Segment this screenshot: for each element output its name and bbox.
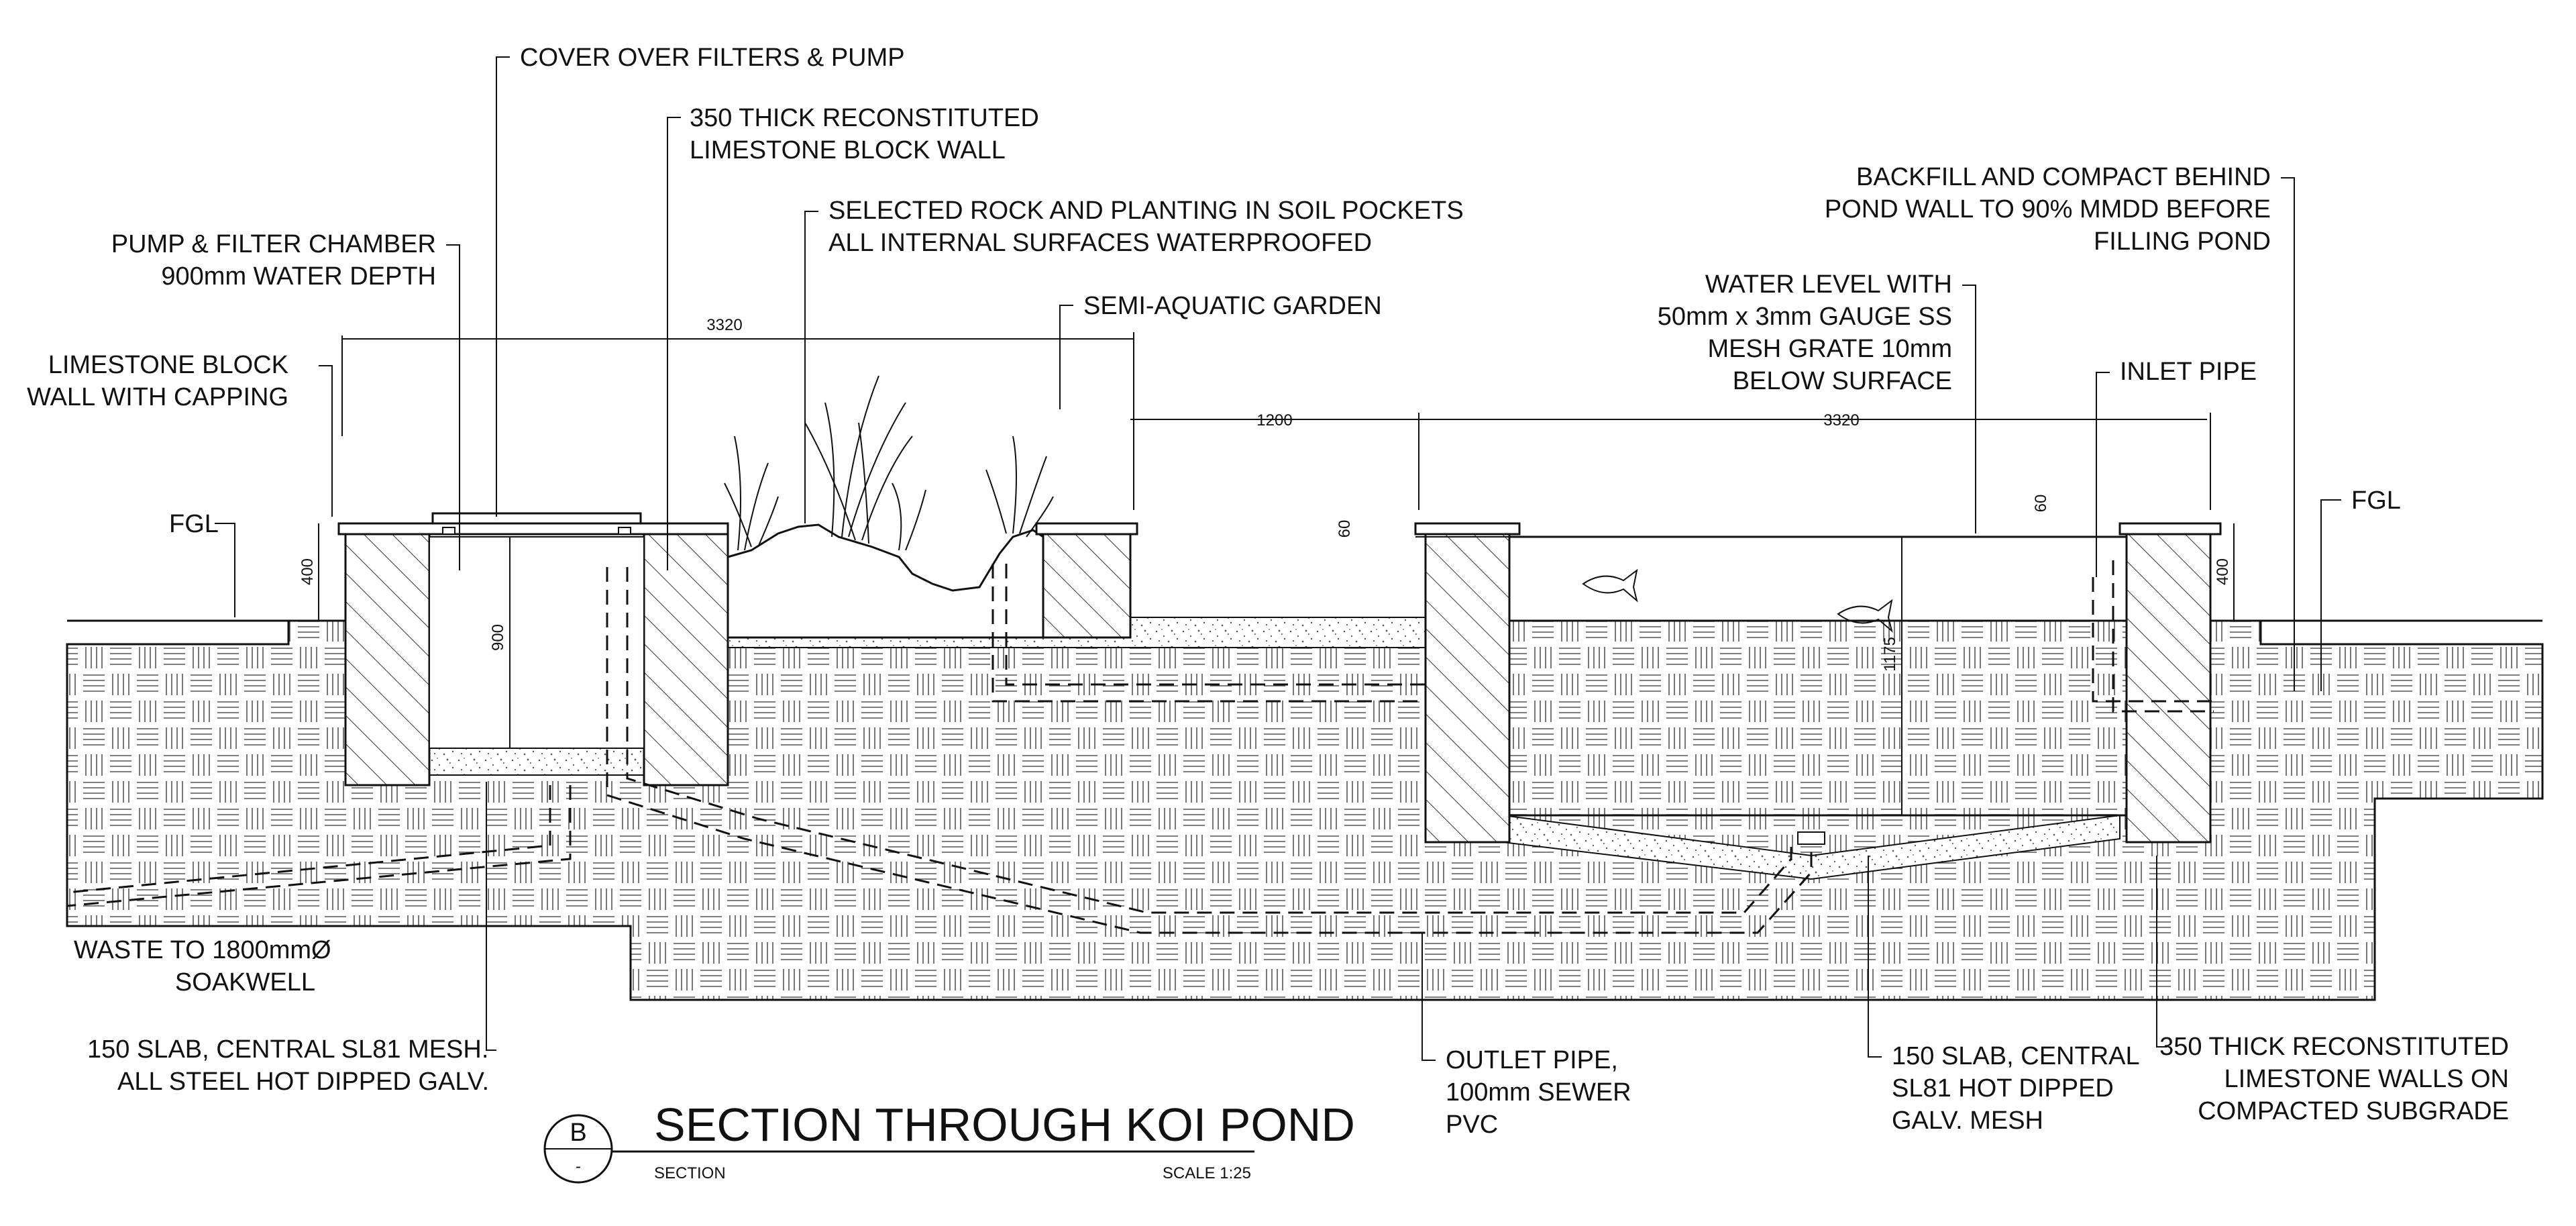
label-rock-2: ALL INTERNAL SURFACES WATERPROOFED <box>828 229 1372 257</box>
label-outlet-2: 100mm SEWER <box>1446 1078 1631 1107</box>
title-block: B - SECTION THROUGH KOI POND SECTION SCA… <box>543 1099 1355 1184</box>
label-pump-2: 900mm WATER DEPTH <box>161 262 436 291</box>
dim-3320: 3320 <box>1823 411 1859 429</box>
label-slab-right-1: 150 SLAB, CENTRAL <box>1892 1042 2140 1070</box>
section-marker-letter: B <box>570 1119 586 1147</box>
label-limestone-2: WALL WITH CAPPING <box>27 383 288 411</box>
dim-cap-60-left: 60 <box>1336 520 1354 538</box>
label-water-1: WATER LEVEL WITH <box>1705 270 1952 299</box>
label-limestone-1: LIMESTONE BLOCK <box>48 351 288 379</box>
label-waste-2: SOAKWELL <box>175 968 315 997</box>
label-walls-right-2: LIMESTONE WALLS ON <box>2224 1065 2509 1093</box>
dim-cap-60-right: 60 <box>2032 495 2050 513</box>
label-semi-aquatic: SEMI-AQUATIC GARDEN <box>1083 292 1382 320</box>
semi-aquatic-garden <box>724 375 1138 639</box>
label-cover: COVER OVER FILTERS & PUMP <box>520 44 905 72</box>
label-block-wall-1: 350 THICK RECONSTITUTED <box>690 104 1039 132</box>
drawing-scale: SCALE 1:25 <box>1163 1164 1251 1182</box>
koi-fish <box>1582 568 1893 633</box>
dim-1200: 1200 <box>1256 411 1292 429</box>
label-pump-1: PUMP & FILTER CHAMBER <box>111 230 436 258</box>
label-inlet: INLET PIPE <box>2120 358 2257 386</box>
label-backfill-2: POND WALL TO 90% MMDD BEFORE <box>1825 195 2271 223</box>
dim-depth-1175: 1175 <box>1881 637 1899 672</box>
annotation-labels: COVER OVER FILTERS & PUMP 350 THICK RECO… <box>27 44 2509 1139</box>
label-walls-right-1: 350 THICK RECONSTITUTED <box>2159 1033 2509 1061</box>
label-backfill-3: FILLING POND <box>2094 227 2271 256</box>
label-outlet-1: OUTLET PIPE, <box>1446 1046 1618 1074</box>
drawing-subtitle: SECTION <box>654 1164 726 1182</box>
label-slab-left-2: ALL STEEL HOT DIPPED GALV. <box>117 1068 489 1096</box>
label-water-2: 50mm x 3mm GAUGE SS <box>1658 303 1952 331</box>
label-block-wall-2: LIMESTONE BLOCK WALL <box>690 136 1006 164</box>
label-walls-right-3: COMPACTED SUBGRADE <box>2198 1097 2509 1125</box>
label-rock-1: SELECTED ROCK AND PLANTING IN SOIL POCKE… <box>828 197 1464 225</box>
label-fgl-right: FGL <box>2351 487 2401 515</box>
label-waste-1: WASTE TO 1800mmØ <box>74 936 331 964</box>
pump-filter-chamber <box>337 512 729 786</box>
dimension-lines <box>318 332 2235 815</box>
pipework <box>66 560 2214 934</box>
plants <box>724 375 1054 551</box>
dim-right-400: 400 <box>2214 558 2232 585</box>
dimension-labels: 3320 1200 3320 400 400 900 1175 60 60 <box>299 316 2232 672</box>
leader-lines <box>215 56 2341 1061</box>
section-marker-sub: - <box>576 1158 581 1176</box>
label-water-4: BELOW SURFACE <box>1733 367 1952 395</box>
label-outlet-3: PVC <box>1446 1111 1498 1139</box>
label-slab-right-3: GALV. MESH <box>1892 1107 2043 1135</box>
dim-chamber-900: 900 <box>489 624 507 651</box>
label-water-3: MESH GRATE 10mm <box>1707 335 1952 363</box>
label-fgl-left: FGL <box>169 510 219 538</box>
label-backfill-1: BACKFILL AND COMPACT BEHIND <box>1856 163 2271 191</box>
drawing-title: SECTION THROUGH KOI POND <box>654 1099 1355 1151</box>
dim-left-400: 400 <box>299 558 317 585</box>
dim-top-3320: 3320 <box>706 316 742 334</box>
label-slab-right-2: SL81 HOT DIPPED <box>1892 1074 2114 1103</box>
label-slab-left-1: 150 SLAB, CENTRAL SL81 MESH. <box>87 1035 488 1064</box>
